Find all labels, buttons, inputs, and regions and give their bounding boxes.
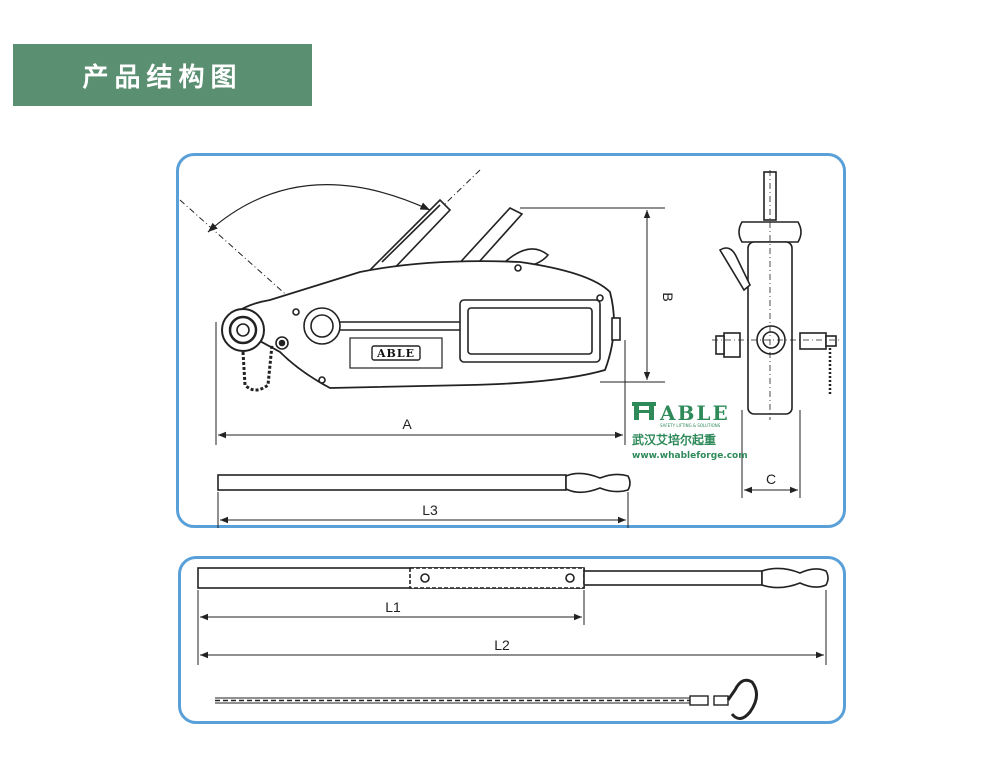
- section-title-bar: 产品结构图: [13, 44, 312, 106]
- brand-logo: ABLE SAFETY LIFTING & SOLUTIONS 武汉艾培尔起重 …: [632, 401, 748, 461]
- wire-rope-with-hook: [215, 678, 758, 720]
- handle-l3-drawing: [217, 472, 631, 494]
- dimension-a-label: A: [402, 416, 412, 432]
- dimension-l3: [217, 492, 629, 528]
- dimension-c: [741, 410, 801, 498]
- brand-letters: ABLE: [659, 401, 730, 425]
- dimension-b-label: B: [660, 292, 676, 301]
- winch-side-view: [179, 169, 621, 392]
- brand-chinese-name: 武汉艾培尔起重: [632, 432, 716, 447]
- dimension-l3-label: L3: [422, 502, 438, 518]
- dimension-l1: [197, 590, 585, 665]
- crane-logo-icon: [632, 402, 656, 420]
- nameplate-text: ABLE: [376, 347, 415, 360]
- dimension-l2-label: L2: [494, 637, 510, 653]
- dimension-c-label: C: [766, 471, 776, 487]
- section-title: 产品结构图: [82, 62, 243, 93]
- telescopic-handle-drawing: [197, 567, 829, 589]
- dimension-l1-label: L1: [385, 599, 401, 615]
- dimension-l2: [200, 590, 827, 665]
- brand-tagline: SAFETY LIFTING & SOLUTIONS: [660, 423, 721, 428]
- winch-end-view: [715, 171, 837, 415]
- brand-url: www.whableforge.com: [632, 451, 748, 461]
- dimension-b: [520, 207, 665, 383]
- dimension-a: [215, 322, 626, 445]
